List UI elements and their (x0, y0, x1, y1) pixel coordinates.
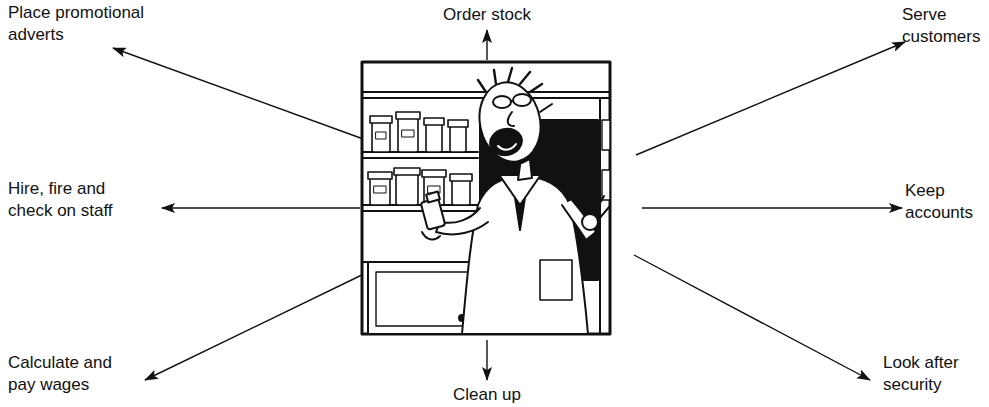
jars-part (370, 116, 392, 123)
task-arrow (486, 30, 487, 60)
shopkeeper-figure-part (478, 68, 542, 92)
shopkeeper-figure-part (511, 100, 513, 102)
jars-part (374, 186, 386, 193)
task-label: Serve customers (902, 4, 987, 48)
shopkeeper-figure-part (421, 198, 446, 230)
counter-cabinet-part (368, 262, 478, 334)
task-arrow (113, 48, 366, 140)
task-arrow (636, 42, 905, 155)
task-arrow (486, 340, 487, 380)
task-label: Look after security (883, 352, 987, 396)
counter-cabinet-part (376, 272, 470, 326)
jars-part (448, 120, 468, 127)
shopkeeper-figure-part (540, 104, 556, 122)
jars-part (602, 120, 610, 150)
jars-part (424, 118, 444, 125)
shopkeeper-figure-part (462, 176, 588, 334)
jars-part (370, 178, 390, 205)
shelving-part (362, 157, 478, 159)
shopkeeper-figure-part (513, 94, 531, 106)
shopkeeper-figure-part (488, 126, 525, 158)
shopkeeper-illustration (362, 62, 610, 334)
jars-part (450, 126, 466, 152)
shopkeeper-figure (421, 68, 610, 334)
shopkeeper-figure-part (493, 96, 511, 108)
counter-cabinet (368, 262, 478, 334)
jars-part (398, 118, 418, 152)
shopkeeper-figure-part (518, 160, 532, 180)
task-arrow (145, 272, 368, 380)
jars-part (424, 176, 444, 205)
jars-part (396, 174, 418, 205)
shelving-part (362, 210, 478, 212)
jars-part (396, 112, 420, 119)
shopkeeper-figure-part (594, 196, 610, 220)
shopkeeper-figure-part (498, 144, 516, 150)
task-arrow (634, 255, 870, 380)
jars-part (394, 168, 420, 175)
task-label: Hire, fire and check on staff (8, 178, 148, 222)
task-label: Keep accounts (905, 180, 987, 224)
jars-part (452, 180, 470, 205)
jars-part (426, 124, 442, 152)
shopkeeper-figure-part (426, 192, 440, 203)
shopkeeper-figure-part (540, 260, 572, 300)
task-arrows (113, 30, 905, 380)
task-label: Clean up (400, 384, 574, 406)
shopkeeper-figure-part (508, 112, 514, 126)
shopkeeper-figure-part (422, 232, 440, 239)
jars-part (422, 170, 446, 177)
jars-part (368, 172, 392, 179)
task-label: Order stock (400, 4, 574, 26)
illustration-frame (362, 62, 610, 334)
jars-part (450, 174, 472, 181)
jars-part (376, 132, 386, 139)
task-label: Place promotional adverts (8, 2, 173, 46)
task-arrow (162, 207, 360, 208)
shopkeeper-figure-part (582, 214, 598, 230)
jars-part (372, 122, 390, 152)
task-arrow (642, 207, 902, 208)
jars-part (402, 130, 414, 137)
task-label: Calculate and pay wages (8, 352, 133, 396)
